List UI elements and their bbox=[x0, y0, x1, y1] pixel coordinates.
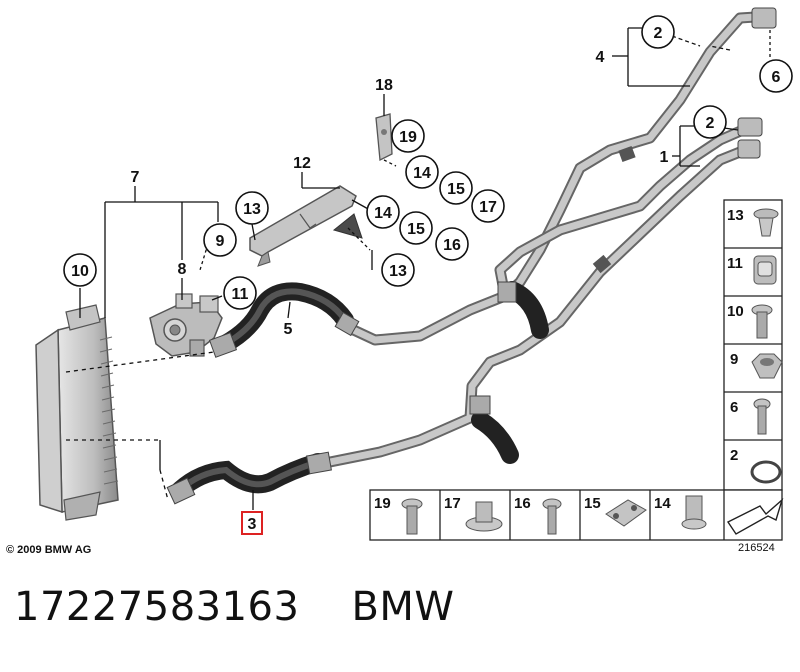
part-number: 17227583163 bbox=[14, 584, 300, 630]
diagram-number: 216524 bbox=[738, 542, 775, 554]
svg-text:6: 6 bbox=[772, 69, 781, 86]
svg-text:15: 15 bbox=[447, 181, 465, 198]
callout-1: 1 bbox=[660, 149, 669, 166]
svg-text:11: 11 bbox=[232, 286, 249, 303]
callout-4: 4 bbox=[596, 49, 605, 66]
callout-8: 8 bbox=[178, 261, 187, 278]
callout-15b: 15 bbox=[439, 171, 473, 205]
callout-7: 7 bbox=[131, 169, 140, 186]
svg-text:13: 13 bbox=[243, 201, 261, 218]
legend-bottom-row: 19 17 16 15 14 bbox=[369, 489, 784, 541]
callout-13a: 13 bbox=[235, 191, 269, 225]
callout-13b: 13 bbox=[381, 253, 415, 287]
svg-text:2: 2 bbox=[706, 115, 715, 132]
legend-item-11: 11 bbox=[727, 255, 777, 285]
thermostat-housing bbox=[149, 293, 223, 357]
svg-text:13: 13 bbox=[727, 207, 744, 224]
svg-text:16: 16 bbox=[443, 237, 461, 254]
legend-item-9: 9 bbox=[730, 351, 783, 379]
callout-10: 10 bbox=[63, 253, 97, 287]
svg-text:10: 10 bbox=[727, 303, 744, 320]
brand-name: BMW bbox=[351, 584, 455, 630]
svg-text:17: 17 bbox=[479, 199, 497, 216]
oil-hose-3 bbox=[166, 451, 332, 505]
svg-text:14: 14 bbox=[413, 165, 431, 182]
svg-text:1: 1 bbox=[660, 149, 669, 166]
copyright: © 2009 BMW AG bbox=[6, 544, 91, 556]
svg-text:5: 5 bbox=[284, 321, 293, 338]
legend-item-17: 17 bbox=[444, 495, 503, 532]
footer: 17227583163 BMW bbox=[14, 584, 454, 630]
legend-item-15: 15 bbox=[584, 495, 647, 527]
svg-text:17: 17 bbox=[444, 495, 461, 512]
oil-lines bbox=[324, 10, 776, 468]
svg-text:19: 19 bbox=[374, 495, 391, 512]
svg-text:19: 19 bbox=[399, 129, 417, 146]
svg-text:9: 9 bbox=[216, 233, 225, 250]
legend-item-2: 2 bbox=[730, 447, 782, 484]
legend-item-16: 16 bbox=[514, 495, 562, 535]
bracket bbox=[249, 185, 363, 267]
svg-text:15: 15 bbox=[407, 221, 425, 238]
svg-text:2: 2 bbox=[730, 447, 738, 464]
svg-text:8: 8 bbox=[178, 261, 187, 278]
callouts: 10 7 8 9 11 5 3 12 13 13 14 15 16 18 19 … bbox=[63, 15, 793, 535]
pipe-hose-sections bbox=[469, 7, 777, 464]
callout-2b: 2 bbox=[693, 105, 727, 139]
legend-item-10: 10 bbox=[727, 303, 773, 339]
svg-text:13: 13 bbox=[389, 263, 407, 280]
callout-16: 16 bbox=[435, 227, 469, 261]
callout-14a: 14 bbox=[366, 195, 400, 229]
leader-lines bbox=[65, 27, 771, 510]
arrow-symbol bbox=[726, 497, 784, 535]
oil-hose-5 bbox=[208, 282, 360, 358]
legend-item-19: 19 bbox=[374, 495, 423, 535]
clip-bracket bbox=[375, 113, 393, 162]
svg-text:7: 7 bbox=[131, 169, 140, 186]
legend-item-14: 14 bbox=[654, 495, 707, 530]
callout-15a: 15 bbox=[399, 211, 433, 245]
svg-text:9: 9 bbox=[730, 351, 738, 368]
parts-diagram: 10 7 8 9 11 5 3 12 13 13 14 15 16 18 19 … bbox=[6, 7, 793, 556]
svg-text:15: 15 bbox=[584, 495, 601, 512]
svg-text:3: 3 bbox=[248, 516, 257, 533]
callout-19: 19 bbox=[391, 119, 425, 153]
callout-17: 17 bbox=[471, 189, 505, 223]
callout-3-highlighted: 3 bbox=[241, 511, 263, 535]
svg-text:18: 18 bbox=[375, 77, 393, 94]
svg-text:12: 12 bbox=[293, 155, 311, 172]
legend-right-column: 13 11 10 9 6 2 bbox=[723, 199, 783, 491]
svg-text:16: 16 bbox=[514, 495, 531, 512]
svg-text:2: 2 bbox=[654, 25, 663, 42]
svg-text:10: 10 bbox=[71, 263, 89, 280]
callout-9: 9 bbox=[203, 223, 237, 257]
svg-text:6: 6 bbox=[730, 399, 738, 416]
callout-6: 6 bbox=[759, 59, 793, 93]
callout-18: 18 bbox=[375, 77, 393, 94]
oil-cooler bbox=[35, 304, 119, 521]
callout-12: 12 bbox=[293, 155, 311, 172]
svg-text:11: 11 bbox=[727, 255, 743, 272]
callout-14b: 14 bbox=[405, 155, 439, 189]
legend-item-6: 6 bbox=[730, 398, 771, 435]
svg-text:14: 14 bbox=[374, 205, 392, 222]
svg-text:14: 14 bbox=[654, 495, 671, 512]
svg-text:4: 4 bbox=[596, 49, 605, 66]
callout-11: 11 bbox=[223, 276, 257, 310]
callout-2a: 2 bbox=[641, 15, 675, 49]
callout-5: 5 bbox=[284, 321, 293, 338]
legend-item-13: 13 bbox=[727, 207, 779, 237]
